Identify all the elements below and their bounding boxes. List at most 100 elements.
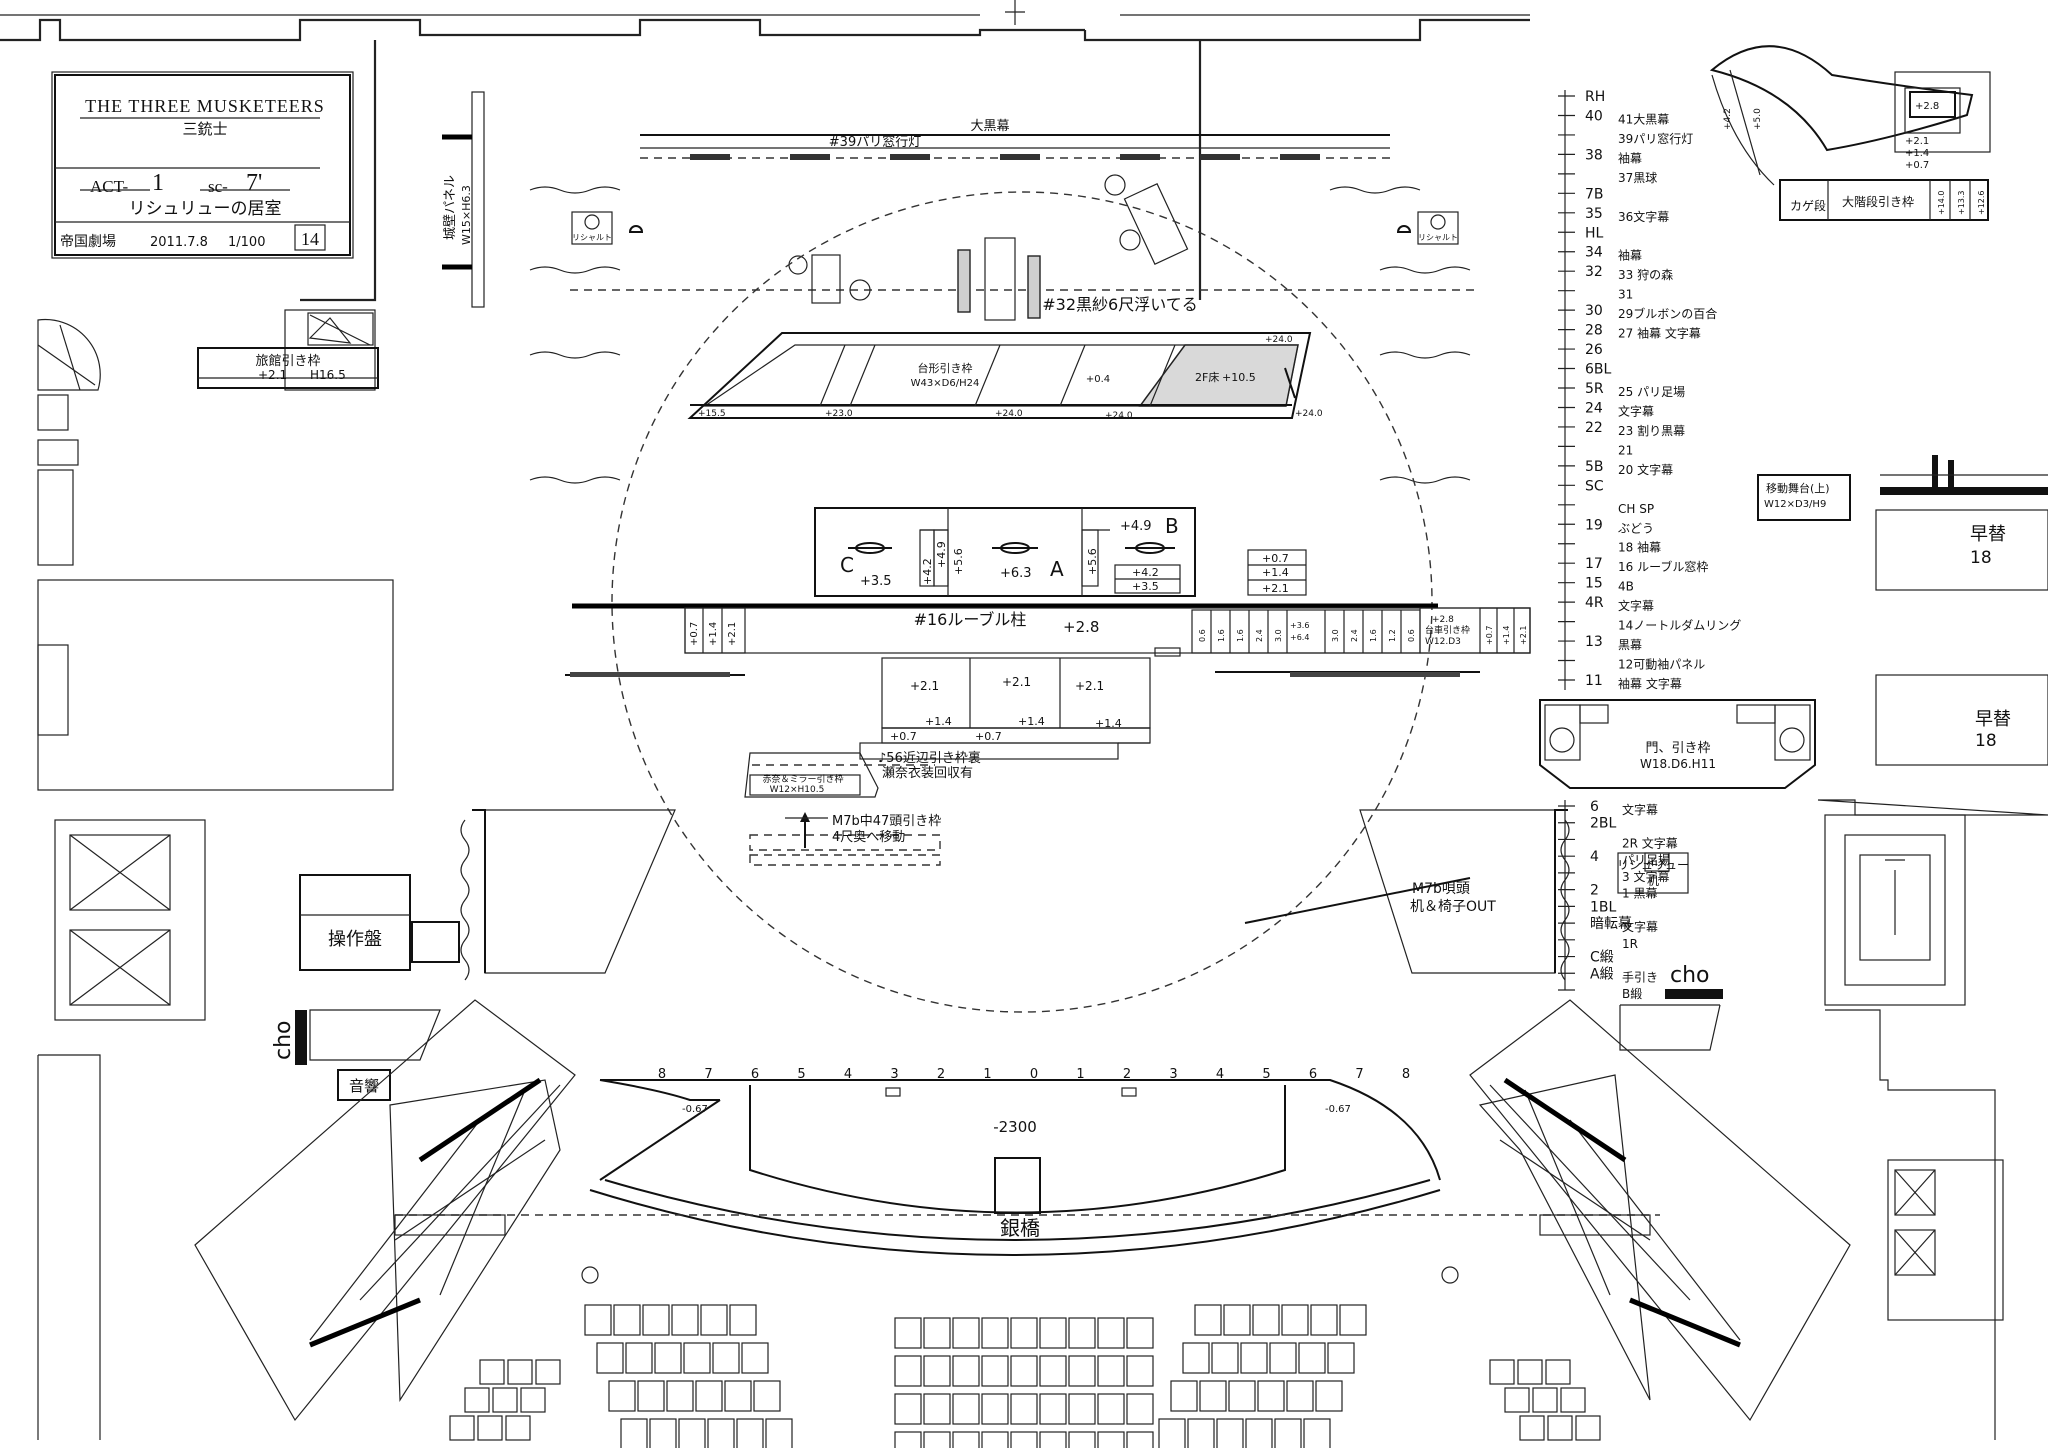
seat — [1068, 1431, 1096, 1448]
moving-stage-size: W12×D3/H9 — [1764, 499, 1826, 510]
right-step-1: +1.4 — [1262, 566, 1289, 579]
seat — [923, 1317, 951, 1349]
fly-line-label: 2R 文字幕 — [1622, 835, 1678, 850]
seat — [1039, 1431, 1067, 1448]
light-left: リシャルト — [571, 211, 644, 245]
seat — [923, 1393, 951, 1425]
fly-line-label: 文字幕 — [1622, 919, 1658, 934]
quick-change-2b: 18 — [1975, 731, 1997, 751]
richelieu-desk-sub: 机 — [1647, 874, 1659, 888]
seat — [1170, 1380, 1198, 1412]
fly-line-number: 28 — [1585, 323, 1603, 339]
louvre-left-step-0: +0.7 — [689, 622, 700, 646]
seat — [700, 1304, 728, 1336]
wing-panels — [460, 809, 1570, 981]
seat — [1010, 1355, 1038, 1387]
cart-step-2: +2.1 — [1519, 626, 1528, 645]
title-block: THE THREE MUSKETEERS 三銃士 ACT- 1 sc- 7' リ… — [51, 71, 354, 259]
unit-b-label: B — [1165, 514, 1179, 538]
seat — [1211, 1342, 1239, 1374]
seat — [923, 1431, 951, 1448]
seat — [1187, 1418, 1215, 1448]
fly-line-label: 41大黒幕 — [1618, 112, 1669, 126]
play-title-jp: 三銃士 — [182, 120, 227, 138]
seat — [724, 1380, 752, 1412]
fly-line-label: 文字幕 — [1618, 403, 1654, 418]
front-mid-height-1: +1.4 — [1018, 715, 1045, 728]
seat — [1310, 1304, 1338, 1336]
fly-line-number: SC — [1585, 478, 1604, 494]
quick-change-1: 早替 — [1970, 524, 2006, 545]
seat — [1519, 1415, 1545, 1441]
louvre-small-step-3: 2.4 — [1255, 629, 1264, 642]
right-level: -0.67 — [1325, 1104, 1351, 1115]
fly-line-number: 19 — [1585, 517, 1603, 533]
seat — [1039, 1317, 1067, 1349]
seat — [505, 1415, 531, 1441]
louvre-label: #16ルーブル柱 — [914, 610, 1027, 629]
front-mid-height-0: +1.4 — [925, 715, 952, 728]
m7b-out2: 机＆椅子OUT — [1410, 899, 1496, 915]
fan-stage-right: +4.2 +5.0 — [1709, 45, 1974, 186]
seat — [625, 1342, 653, 1374]
front-bottom-height-1: +0.7 — [975, 730, 1002, 743]
stage-scale-number: 2 — [1123, 1067, 1131, 1082]
fly-line-label: 18 袖幕 — [1618, 540, 1661, 555]
silver-bridge: 銀橋 — [1000, 1216, 1040, 1240]
seat — [613, 1304, 641, 1336]
fly-line-number: 38 — [1585, 147, 1603, 163]
fly-line-number: 24 — [1585, 400, 1603, 416]
sheet-number: 14 — [301, 229, 319, 249]
louvre-small-steps: 0.6 1.6 1.6 2.4 3.0 +3.6 +6.4 3.0 2.4 1.… — [1191, 609, 1421, 654]
fly-line-number: 5R — [1585, 381, 1604, 397]
platform-name: 台形引き枠 — [918, 361, 973, 375]
seat — [1068, 1393, 1096, 1425]
grand-stair-step-0: +2.1 — [1905, 136, 1929, 147]
light-left-label: リシャルト — [572, 233, 612, 242]
fly-line-label: 4B — [1618, 580, 1634, 594]
center-units: C A B +3.5 +6.3 +4.9 +4.2 +4.9 +5.6 +5.6… — [814, 507, 1307, 597]
louvre-left-step-1: +1.4 — [708, 622, 719, 646]
left-side-structures — [37, 309, 394, 791]
front-top-height-1: +2.1 — [1002, 675, 1031, 689]
cho-right-label: cho — [1670, 963, 1710, 988]
seat — [1298, 1342, 1326, 1374]
fly-line-number: 22 — [1585, 420, 1603, 436]
seat — [1126, 1355, 1154, 1387]
kage-dan-label: カゲ段 — [1790, 198, 1826, 213]
front-units: +2.1 +2.1 +2.1 +1.4 +1.4 +1.4 +0.7 +0.7 — [859, 657, 1151, 760]
seat — [952, 1355, 980, 1387]
fly-line-number: 5B — [1585, 459, 1604, 475]
fan-height-1: +5.0 — [1753, 108, 1763, 130]
fly-line-label: 1R — [1622, 937, 1638, 951]
castle-wall-panel: 城壁パネル W15×H6.3 — [442, 91, 485, 308]
audience-seating — [449, 1266, 1601, 1448]
sound-booth: cho 音響 — [271, 1009, 441, 1101]
fly-line-label: 29ブルボンの百合 — [1618, 306, 1717, 321]
fly-line-number: 35 — [1585, 206, 1603, 222]
seat — [1126, 1431, 1154, 1448]
stage-scale-number: 3 — [1169, 1067, 1177, 1082]
fly-line-label: CH SP — [1618, 502, 1654, 516]
cart-height: +2.8 — [1432, 615, 1454, 625]
seat — [1240, 1342, 1268, 1374]
grand-stair-side-2: +12.6 — [1977, 190, 1986, 215]
seat — [1223, 1304, 1251, 1336]
louvre-small-step-2: 1.6 — [1236, 629, 1245, 642]
fly-line-number: A緞 — [1590, 966, 1614, 982]
grand-stair-side-0: +14.0 — [1937, 190, 1946, 215]
light-right-label: リシャルト — [1418, 233, 1458, 242]
fly-line-label: 20 文字幕 — [1618, 462, 1673, 477]
seat — [1327, 1342, 1355, 1374]
seat — [1504, 1387, 1530, 1413]
fly-line-number: 6 — [1590, 799, 1599, 815]
seat — [894, 1317, 922, 1349]
black-gauze-note: #32黒紗6尺浮いてる — [1042, 295, 1197, 314]
stage-scale-number: 1 — [983, 1067, 991, 1082]
seat — [1257, 1380, 1285, 1412]
elevator-shafts-left — [37, 819, 206, 1440]
upstage-curtains: 大黒幕 #39パリ窓行灯 #32黒紗6尺浮いてる — [529, 119, 1480, 484]
seat — [666, 1380, 694, 1412]
front-top-height-2: +2.1 — [1075, 679, 1104, 693]
